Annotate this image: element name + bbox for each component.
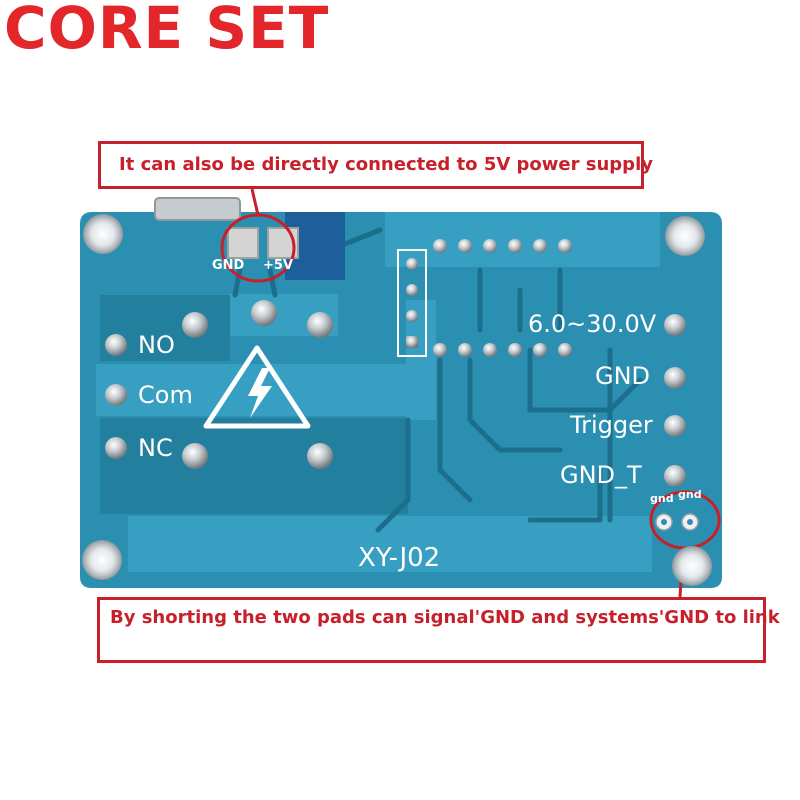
pin-header-outline <box>397 249 427 357</box>
jumper-label-gnd-right: gnd <box>678 488 702 501</box>
mounting-holes <box>82 214 712 586</box>
relay-label-com: Com <box>138 381 193 409</box>
callout-top-leader-line <box>250 188 260 216</box>
gnd-power-pad <box>227 227 259 259</box>
power-pad-label-5v: +5V <box>263 258 293 273</box>
header-pins <box>406 258 418 348</box>
callout-gnd-link: By shorting the two pads can signal'GND … <box>97 597 780 663</box>
relay-label-nc: NC <box>138 434 173 462</box>
jumper-label-gnd-left: gnd <box>650 492 674 505</box>
brand-logo-text: CORE SET <box>4 0 330 62</box>
callout-5v-power: It can also be directly connected to 5V … <box>98 141 653 189</box>
ic-solder-joints <box>433 239 572 357</box>
micro-usb-port <box>154 197 241 221</box>
relay-label-no: NO <box>138 331 175 359</box>
pcb-traces <box>232 227 643 533</box>
board-model-label: XY-J02 <box>358 543 441 573</box>
callout-5v-power-text: It can also be directly connected to 5V … <box>119 154 653 175</box>
high-voltage-warning-icon <box>203 345 311 429</box>
copper-pour <box>96 212 660 572</box>
input-label-gnd: GND <box>595 362 651 390</box>
power-pad-label-gnd: GND <box>212 258 245 273</box>
input-label-trigger: Trigger <box>570 411 653 439</box>
input-label-voltage: 6.0~30.0V <box>528 310 657 338</box>
callout-gnd-link-text: By shorting the two pads can signal'GND … <box>110 607 780 628</box>
relay-solder-joints <box>105 300 333 469</box>
input-label-gnd-t: GND_T <box>560 461 642 489</box>
input-solder-joints <box>664 314 686 487</box>
